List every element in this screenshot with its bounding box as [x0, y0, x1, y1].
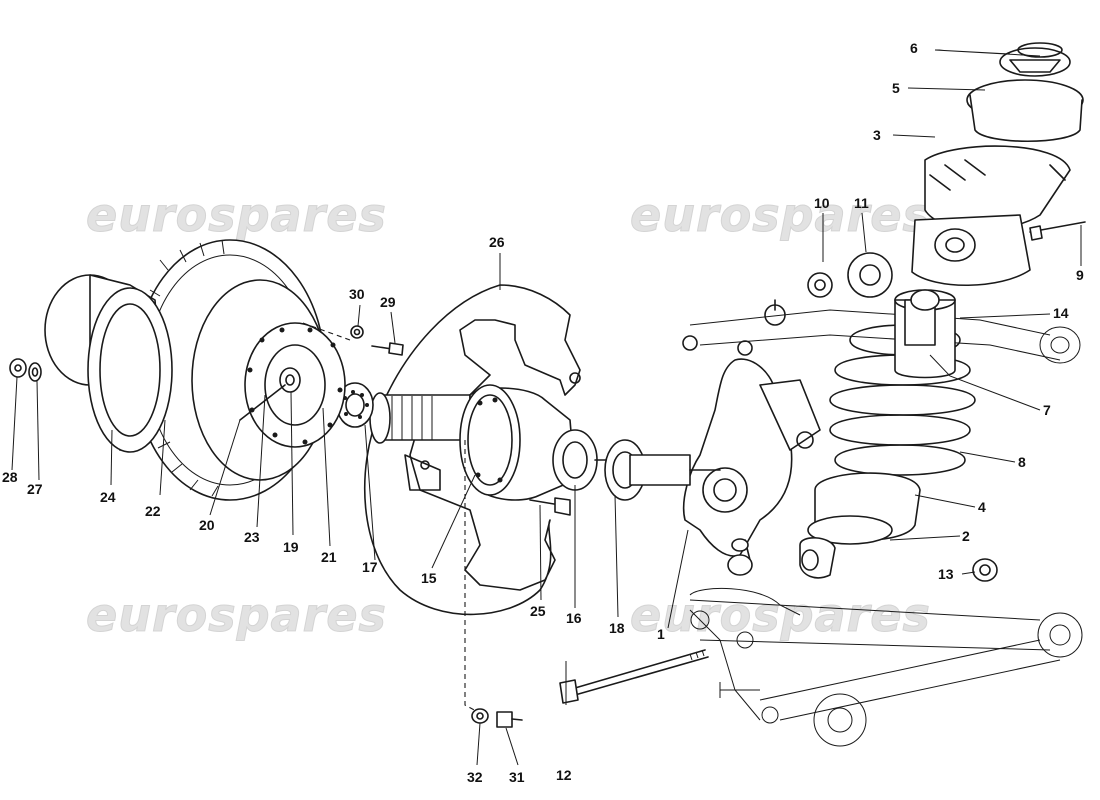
callout-4: 4	[978, 499, 986, 515]
watermark: eurospares	[630, 188, 931, 243]
leader-lines	[11, 49, 1082, 766]
watermark: eurospares	[86, 588, 387, 643]
bolt-25	[529, 497, 571, 516]
hub-carrier	[682, 358, 821, 576]
callout-31: 31	[509, 769, 525, 785]
bolt-12	[559, 649, 709, 704]
callout-18: 18	[609, 620, 625, 636]
fasteners-left	[9, 358, 42, 382]
callout-7: 7	[1043, 402, 1051, 418]
callout-25: 25	[530, 603, 546, 619]
lower-wishbone	[689, 588, 1083, 747]
callout-29: 29	[380, 294, 396, 310]
watermark: eurospares	[630, 588, 931, 643]
callout-10: 10	[814, 195, 830, 211]
callout-13: 13	[938, 566, 954, 582]
callout-23: 23	[244, 529, 260, 545]
callout-32: 32	[467, 769, 483, 785]
callout-20: 20	[199, 517, 215, 533]
callout-15: 15	[421, 570, 437, 586]
callout-11: 11	[854, 195, 869, 211]
callout-24: 24	[100, 489, 116, 505]
callout-12: 12	[556, 767, 572, 783]
callout-8: 8	[1018, 454, 1026, 470]
callout-28: 28	[2, 469, 18, 485]
callout-2: 2	[962, 528, 970, 544]
callout-1: 1	[657, 626, 665, 642]
callout-3: 3	[873, 127, 881, 143]
coil-spring-damper	[799, 42, 1086, 579]
callout-27: 27	[27, 481, 43, 497]
callout-30: 30	[349, 286, 365, 302]
callout-6: 6	[910, 40, 918, 56]
callout-16: 16	[566, 610, 582, 626]
nut-13	[972, 558, 998, 582]
stub-axle	[369, 384, 721, 501]
callout-14: 14	[1053, 305, 1069, 321]
callout-17: 17	[362, 559, 378, 575]
callout-19: 19	[283, 539, 299, 555]
callout-21: 21	[321, 549, 337, 565]
hub-flange	[239, 322, 346, 448]
callout-5: 5	[892, 80, 900, 96]
callout-9: 9	[1076, 267, 1084, 283]
callout-26: 26	[489, 234, 505, 250]
hub-bell	[44, 274, 173, 453]
fasteners-top	[299, 321, 404, 356]
callout-22: 22	[145, 503, 161, 519]
watermark: eurospares	[86, 188, 387, 243]
